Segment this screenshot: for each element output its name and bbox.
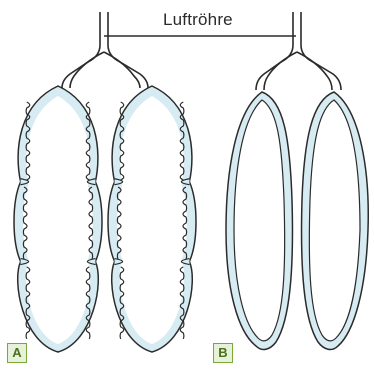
lung-a-right — [108, 86, 196, 352]
lung-a-left — [14, 86, 102, 352]
panel-label-b: B — [213, 343, 233, 363]
trachea-label: Luftröhre — [163, 10, 233, 30]
lungs-smooth-b — [226, 92, 368, 349]
lungs-folded-a — [14, 86, 196, 352]
lung-a-left-lumen — [23, 96, 93, 344]
lung-a-right-lumen — [117, 96, 187, 344]
panel-label-a: A — [7, 343, 27, 363]
